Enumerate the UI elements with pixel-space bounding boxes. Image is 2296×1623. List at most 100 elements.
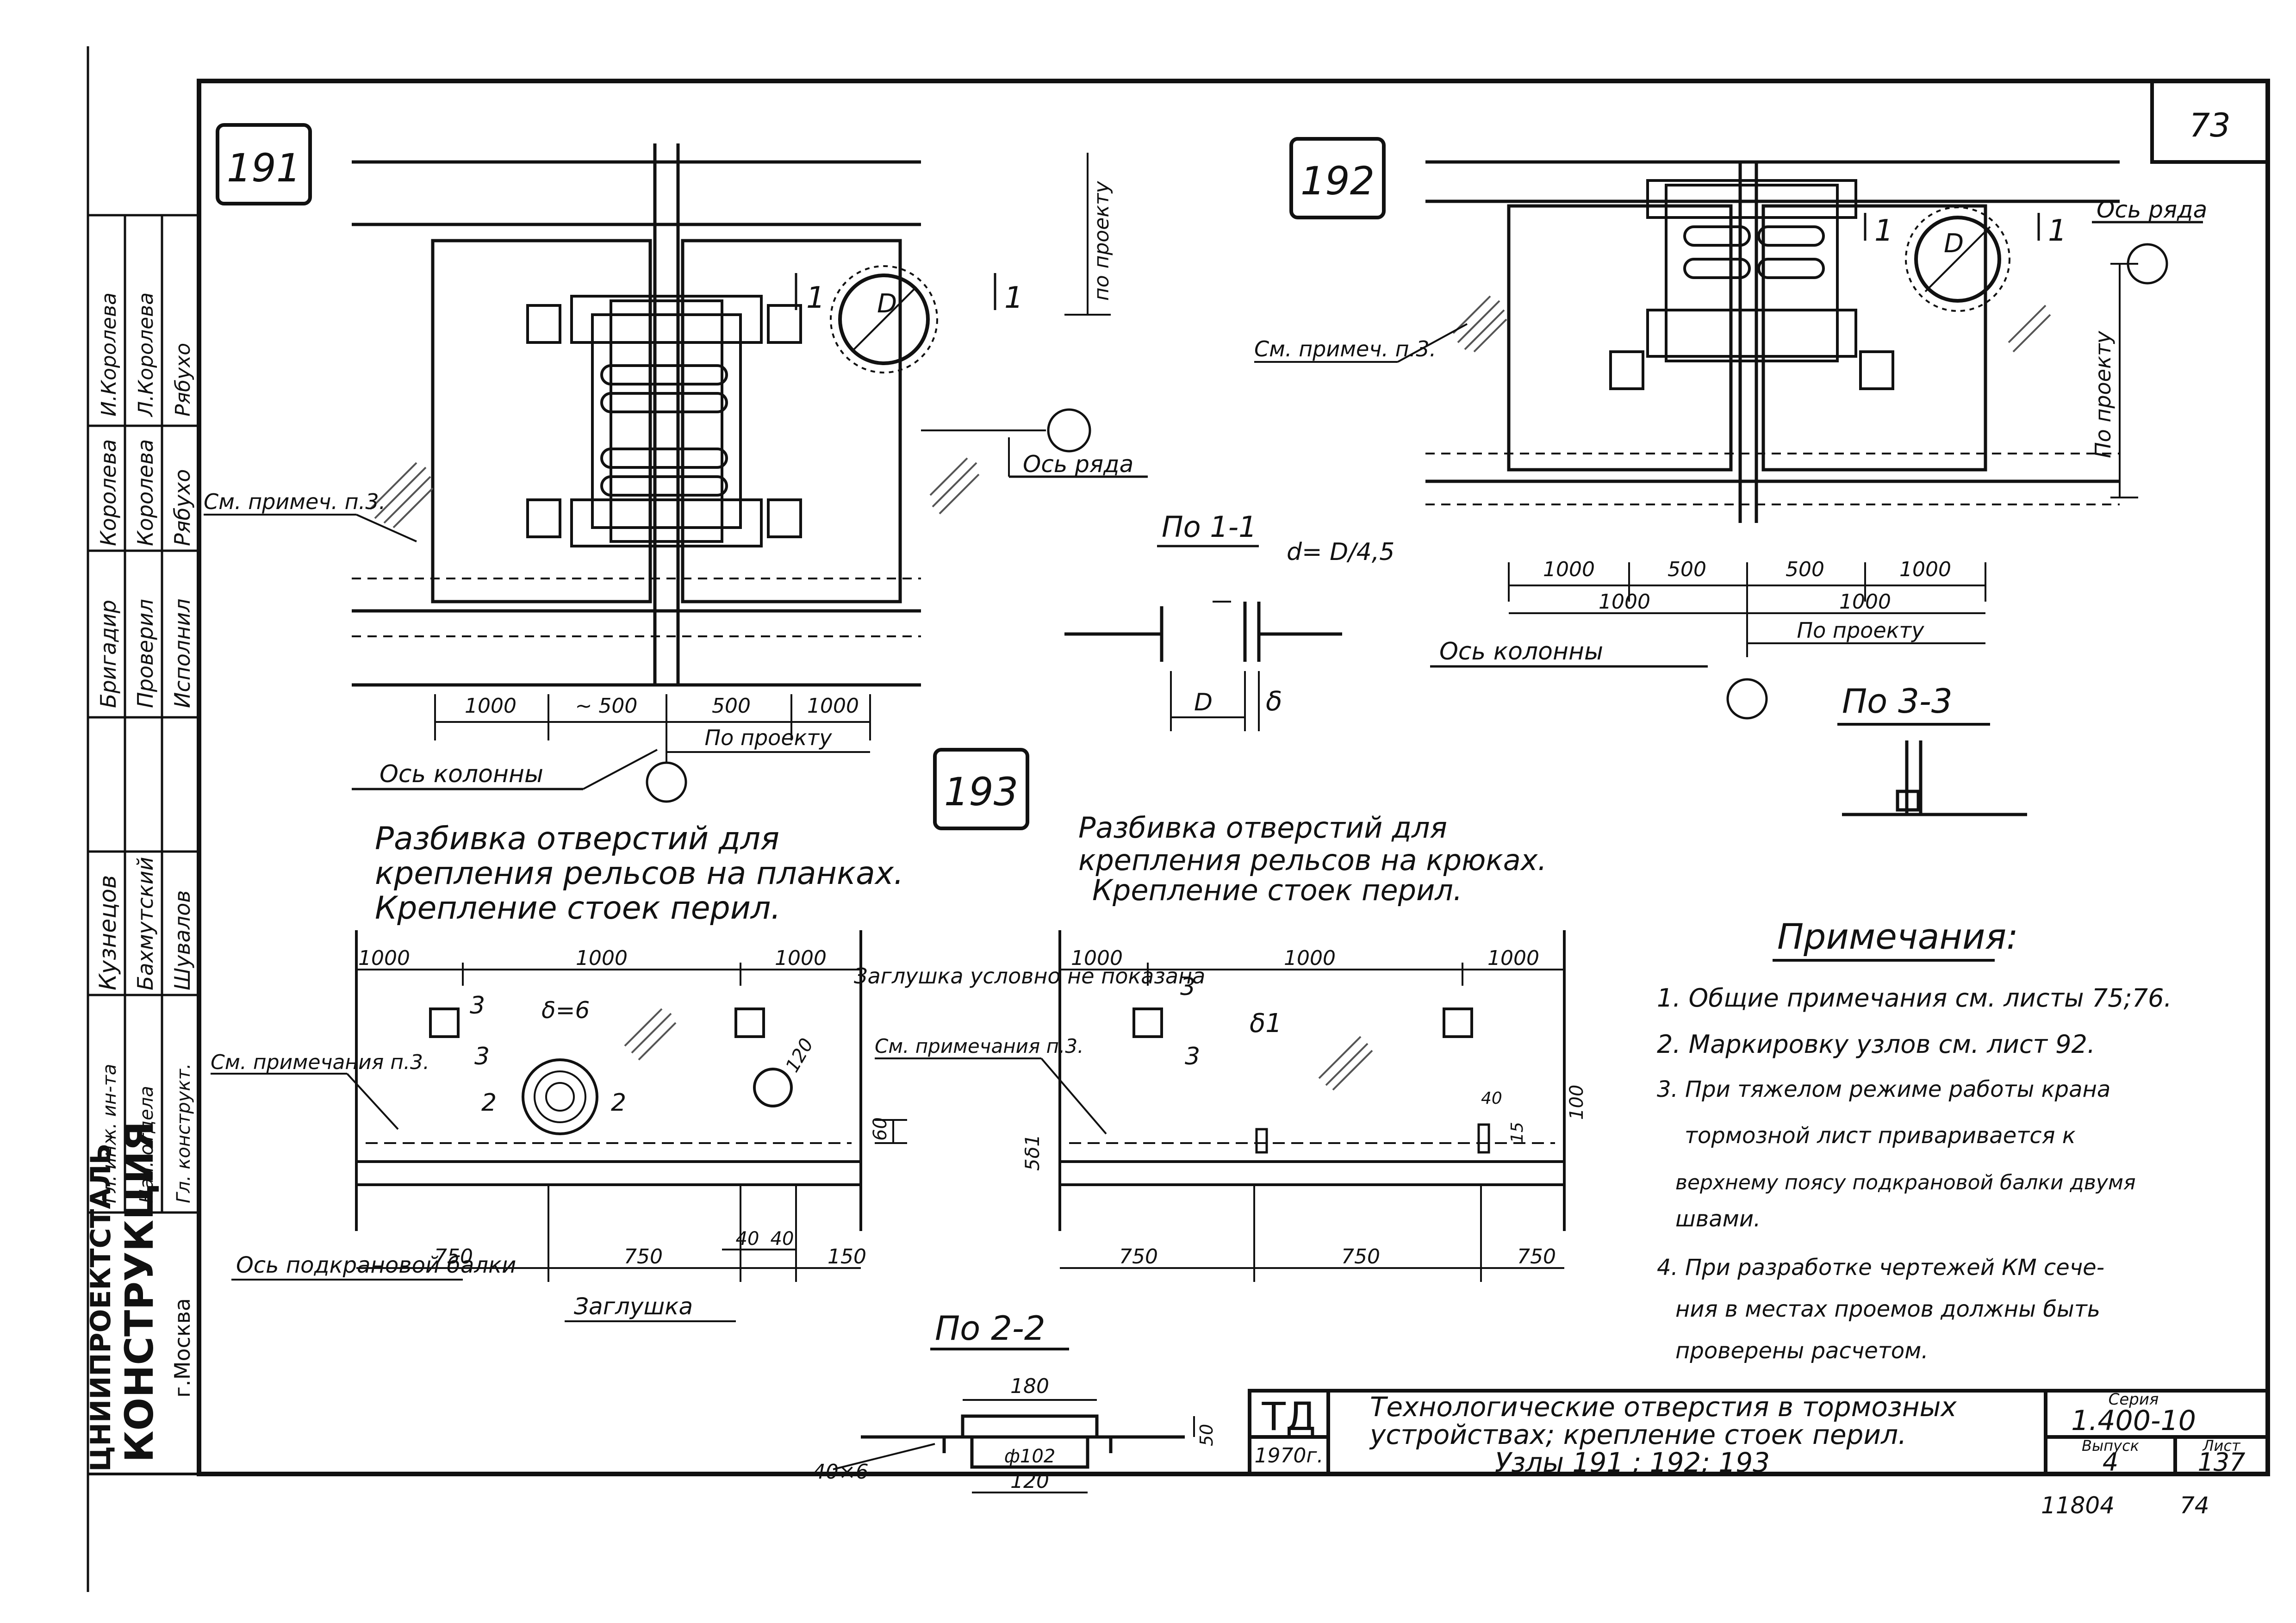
node-193-left-delta: δ=6 [541, 997, 590, 1024]
svg-text:1: 1 [1874, 214, 1893, 248]
section-1-1-formula: d= D/4,5 [1287, 538, 1394, 566]
note-3: 3. При тяжелом режиме работы крана [1657, 1076, 2110, 1102]
sheet-frame [87, 46, 2270, 1592]
node-193-right-dim-40: 40 [1481, 1089, 1502, 1108]
node-192-note-ref: См. примеч. п.3. [1254, 336, 1436, 361]
node-192-row-axis: Ось ряда [2097, 196, 2207, 223]
stamp-role-1: Гл. инж. ин-та [99, 1064, 120, 1203]
note-2: 2. Маркировку узлов см. лист 92. [1657, 1030, 2095, 1059]
node-193-right-dim-100: 100 [1566, 1085, 1587, 1120]
node-193-left-note-ref: См. примечания п.3. [211, 1051, 429, 1074]
hatched-patch [1452, 295, 2051, 353]
node-193-right-delta: δ1 [1250, 1008, 1282, 1038]
node-193-left-plug: Заглушка [574, 1293, 693, 1320]
node-191-per-project-h: По проекту [705, 725, 833, 750]
notes-block: Примечания: 1. Общие примечания см. лист… [1657, 916, 2180, 1364]
node-191-row-axis: Ось ряда [1023, 451, 1133, 478]
node-191-per-project-v: по проекту [1090, 180, 1114, 301]
node-192-per-project-h: По проекту [1797, 618, 1925, 643]
bottom-number-right: 74 [2180, 1492, 2209, 1519]
title-block-year: 1970г. [1254, 1444, 1323, 1468]
node-191-note-ref: См. примеч. п.3. [204, 489, 386, 514]
note-3-cont-1: тормозной лист приваривается к [1685, 1123, 2076, 1149]
node-193-left-mark-1: 3 [470, 992, 485, 1020]
node-192: 192 [1254, 137, 2207, 720]
stamp-name-6: Рябухо [170, 469, 195, 546]
hatched-patch [369, 457, 980, 529]
stamp-name-2: Бахмутский [133, 857, 158, 990]
issue-label: Выпуск [2082, 1437, 2140, 1455]
svg-text:192: 192 [1300, 158, 1375, 204]
stamp-signature-1: И.Королева [97, 292, 121, 417]
node-192-dim-5: 1000 [1599, 590, 1650, 614]
handrail-post-191: D [830, 265, 938, 373]
svg-text:193: 193 [944, 769, 1018, 815]
node-193-left-mark-2: 3 [474, 1043, 490, 1070]
section-2-2-dim-102: ф102 [1004, 1446, 1056, 1467]
title-block-logo: ТД [1262, 1394, 1316, 1439]
node-191-section-arrow: 1 1 [795, 273, 1023, 315]
svg-text:D: D [877, 289, 897, 319]
note-1: 1. Общие примечания см. листы 75;76. [1657, 983, 2172, 1013]
svg-text:По 3-3: По 3-3 [1842, 682, 1953, 721]
node-193-right-dim-top-2: 1000 [1284, 946, 1336, 970]
note-3-cont-2: верхнему поясу подкрановой балки двумя [1675, 1171, 2136, 1194]
node-193-left-dim-small-1: 40 [736, 1228, 759, 1250]
series-value: 1.400-10 [2071, 1405, 2196, 1437]
svg-text:1: 1 [2048, 214, 2067, 248]
node-193-right-dim-5d: 5δ1 [1021, 1134, 1044, 1171]
node-193: 193 Разбивка отверстий для крепления рел… [211, 748, 1587, 1322]
post-hole-left [753, 1068, 793, 1107]
page-number: 73 [2189, 106, 2230, 144]
section-2-2-plate: -40×6 [805, 1460, 869, 1484]
node-192-dim-2: 500 [1668, 558, 1706, 581]
node-192-per-project-v: По проекту [2091, 330, 2116, 458]
issue-value: 4 [2103, 1448, 2118, 1477]
node-191-dim-4: 1000 [807, 694, 859, 718]
stamp-org-line2: КОНСТРУКЦИЯ [117, 1121, 162, 1462]
stamp-org-line1: ЦНИИПРОЕКТСТАЛЬ [85, 1144, 117, 1472]
node-192-badge: 192 [1289, 137, 1386, 219]
node-193-title-right: Разбивка отверстий для крепления рельсов… [1078, 811, 1556, 907]
svg-text:1: 1 [806, 281, 825, 315]
node-191-column-axis: Ось колонны [380, 760, 543, 788]
stamp-role-6: Исполнил [170, 598, 195, 708]
section-1-1: По 1-1 d= D/4,5 D δ [1064, 510, 1394, 731]
notes-list: 1. Общие примечания см. листы 75;76. 2. … [1657, 983, 2180, 1364]
node-193-left-dim-top-3: 1000 [775, 946, 827, 970]
node-193-right-mark-2: 3 [1185, 1043, 1200, 1070]
hatched-patch [624, 1008, 677, 1061]
node-193-right-mark-1: 3 [1180, 973, 1195, 1001]
node-193-left-mark-4: 2 [611, 1089, 626, 1117]
section-2-2-dim-180: 180 [1010, 1374, 1049, 1398]
title-block-title: Технологические отверстия в тормозных ус… [1369, 1391, 1965, 1478]
svg-text:1: 1 [1004, 281, 1023, 315]
node-193-left-dim-60: 60 [870, 1117, 891, 1141]
svg-text:По 2-2: По 2-2 [935, 1309, 1045, 1348]
node-193-left-dim-top-2: 1000 [576, 946, 628, 970]
stamp-name-4: Королева [96, 439, 121, 546]
stamp-role-4: Бригадир [96, 600, 121, 708]
section-3-3: По 3-3 [1837, 682, 2027, 816]
section-2-2: По 2-2 180 50 ф102 120 -40×6 [805, 1309, 1217, 1493]
note-4-cont-2: проверены расчетом. [1675, 1338, 1929, 1364]
node-193-left-dim-top-1: 1000 [358, 946, 410, 970]
node-192-section-arrow: 1 1 [1864, 213, 2067, 248]
node-193-right-dim-bottom-2: 750 [1341, 1245, 1380, 1269]
svg-text:По 1-1: По 1-1 [1162, 510, 1257, 544]
left-stamp: Кузнецов Бахмутский Шувалов Гл. инж. ин-… [85, 214, 199, 1472]
section-2-2-dim-50: 50 [1196, 1424, 1217, 1446]
stamp-signature-2: Л.Королева [134, 292, 158, 417]
sheet-value: 137 [2197, 1448, 2245, 1477]
node-193-left-plug-note: Заглушка условно не показана [854, 964, 1205, 989]
bottom-number-left: 11804 [2041, 1492, 2115, 1519]
node-193-badge: 193 [933, 748, 1029, 830]
node-193-left-dim-small-2: 40 [771, 1228, 794, 1250]
node-193-right-note-ref: См. примечания п.3. [875, 1035, 1083, 1057]
node-193-left-mark-3: 2 [481, 1089, 497, 1117]
plug-disc [522, 1058, 598, 1135]
stamp-role-5: Проверил [133, 599, 158, 708]
node-192-dim-4: 1000 [1899, 558, 1951, 581]
node-193-left-dim-bottom-3: 150 [828, 1245, 866, 1269]
section-2-2-dim-120: 120 [1010, 1469, 1049, 1493]
